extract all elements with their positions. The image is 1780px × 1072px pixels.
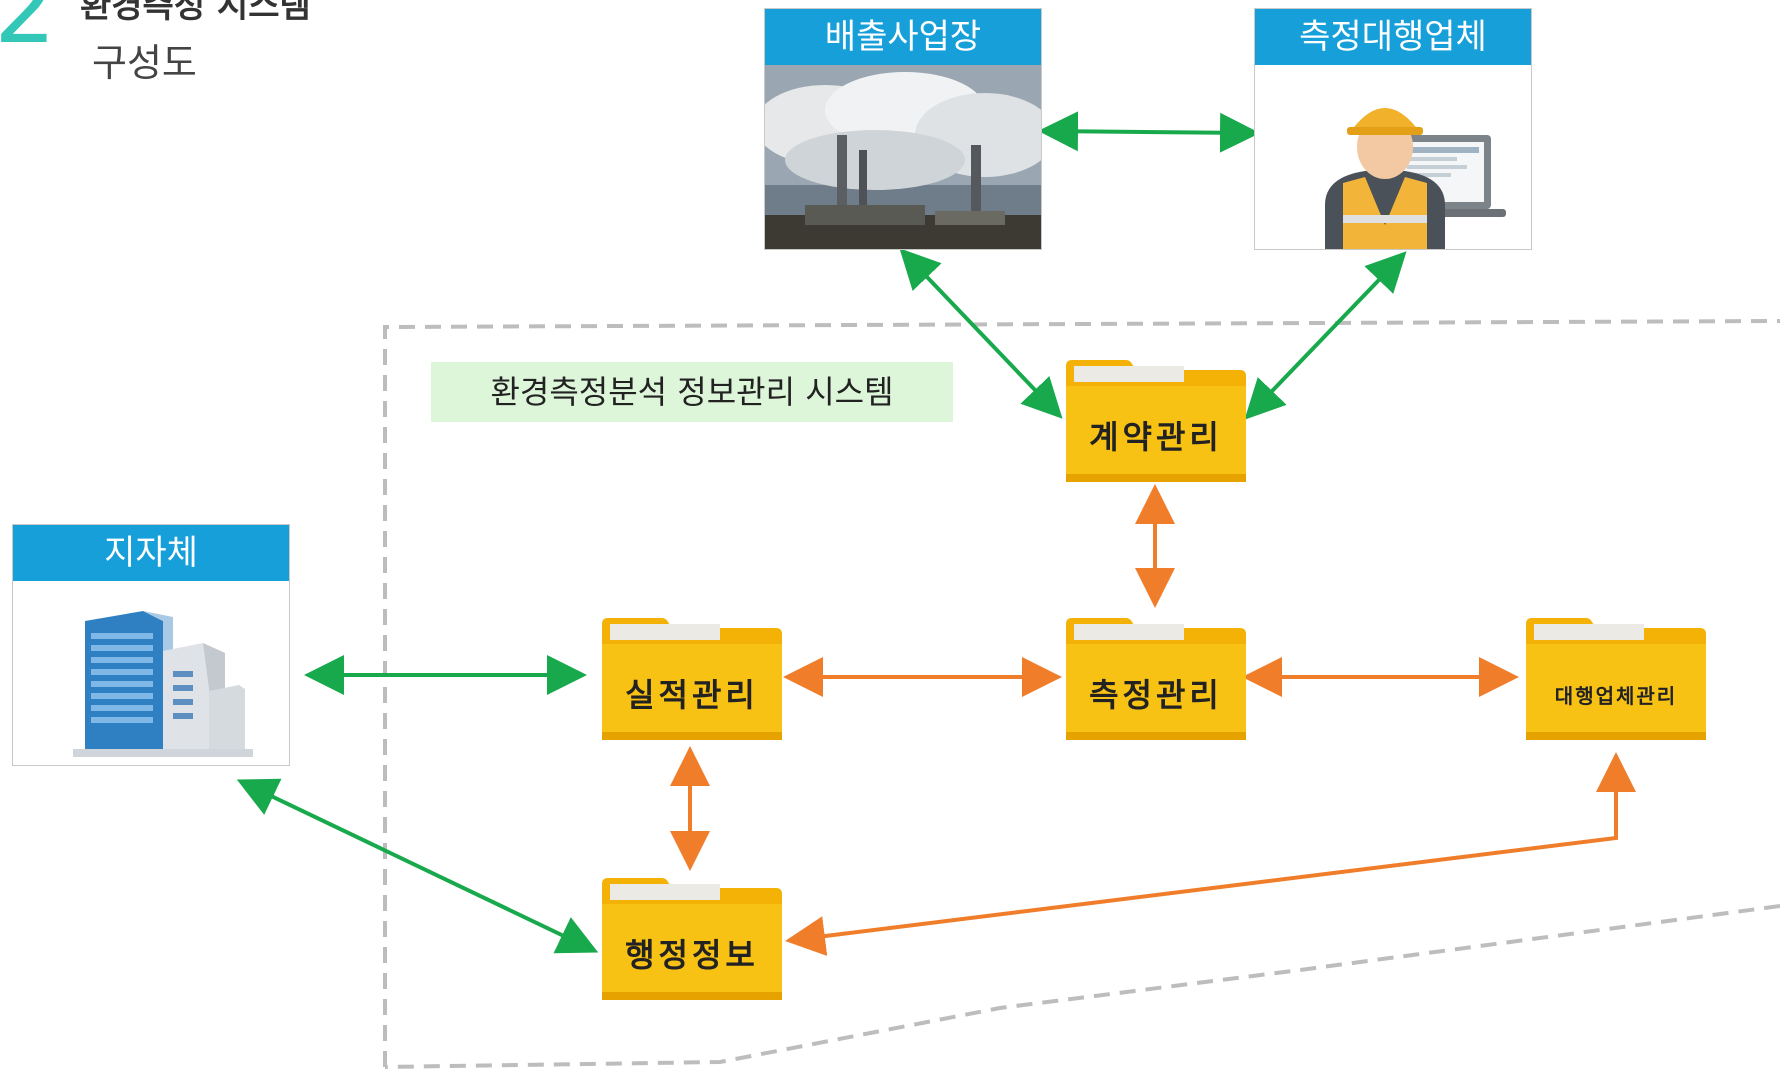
module-measurement-label: 측정관리 (1089, 676, 1223, 714)
agency-node: 측정대행업체 (1254, 8, 1532, 250)
link-admininfo-agencymgmt (785, 752, 1636, 956)
module-performance-label: 실적관리 (625, 676, 759, 714)
folder-icon (602, 618, 782, 740)
factory-smokestacks-image (765, 65, 1041, 249)
link-agency-contract (1244, 251, 1407, 420)
folder-icon (602, 878, 782, 1000)
folder-icon (1066, 618, 1246, 740)
office-buildings-image (13, 581, 289, 765)
module-contract[interactable]: 계약관리 (1066, 352, 1246, 482)
module-contract-label: 계약관리 (1089, 418, 1223, 456)
folder-icon (1526, 618, 1706, 740)
local-gov-label: 지자체 (13, 525, 289, 581)
module-admin-info[interactable]: 행정정보 (602, 870, 782, 1000)
emitter-node: 배출사업장 (764, 8, 1042, 250)
section-number: 2 (0, 0, 57, 66)
link-emitter-contract (899, 248, 1063, 419)
worker-with-laptop-image (1255, 65, 1531, 249)
local-gov-node: 지자체 (12, 524, 290, 766)
agency-label: 측정대행업체 (1255, 9, 1531, 65)
emitter-label: 배출사업장 (765, 9, 1041, 65)
system-label: 환경측정분석 정보관리 시스템 (431, 362, 953, 422)
folder-icon (1066, 360, 1246, 482)
module-admin-info-label: 행정정보 (625, 936, 759, 974)
link-emitter-agency (1038, 111, 1260, 153)
page-title: 환경측정 시스템 (80, 0, 311, 26)
module-agency-mgmt-label: 대행업체관리 (1554, 684, 1678, 708)
module-performance[interactable]: 실적관리 (602, 610, 782, 740)
page-subtitle: 구성도 (92, 41, 197, 85)
module-measurement[interactable]: 측정관리 (1066, 610, 1246, 740)
link-localgov-admininfo (236, 778, 599, 954)
module-agency-mgmt[interactable]: 대행업체관리 (1526, 610, 1706, 740)
